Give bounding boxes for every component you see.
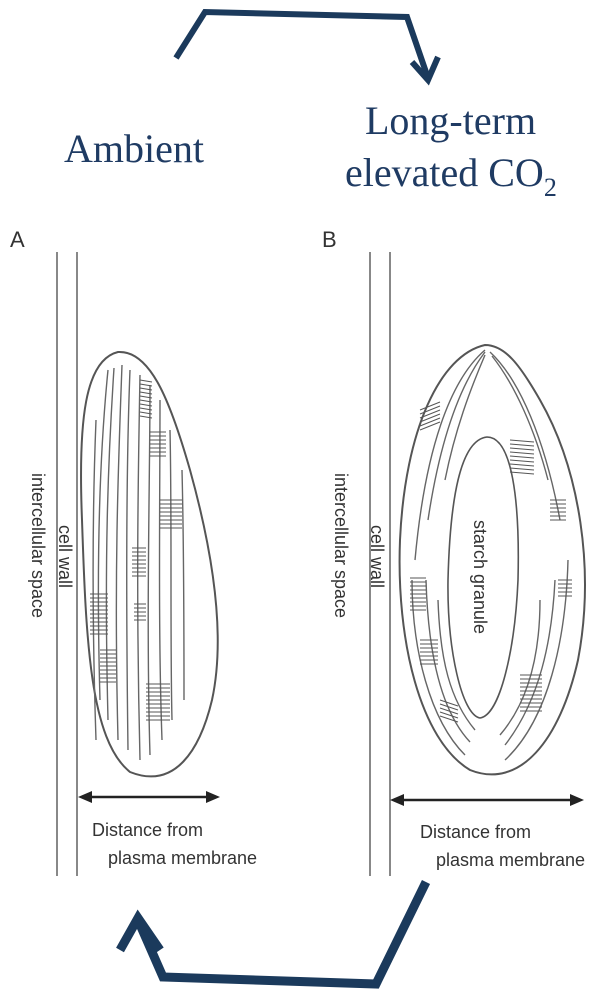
panel-a-grana [90,380,182,720]
panel-a-distance-line1: Distance from [92,820,203,840]
panel-a-intercellular-label: intercellular space [28,473,48,618]
panel-a-distance-arrowhead-left [78,791,92,803]
elevated-co-text: elevated CO [345,150,544,195]
panel-b-letter: B [322,227,337,252]
panel-b-distance-arrowhead-left [390,794,404,806]
panel-b-cell-wall-label: cell wall [367,525,387,588]
panel-b-distance-line2: plasma membrane [436,850,585,870]
elevated-label-line1: Long-term [365,98,536,143]
bottom-cycle-arrow [138,882,426,984]
ambient-label: Ambient [64,126,204,171]
panel-a-thylakoids [93,365,184,760]
panel-b: B intercellular space cell wall starch g… [322,227,585,876]
panel-a-distance-line2: plasma membrane [108,848,257,868]
panel-a-cell-wall-label: cell wall [55,525,75,588]
panel-a-distance-arrowhead-right [206,791,220,803]
co2-subscript: 2 [544,173,557,202]
panel-b-starch-label: starch granule [470,520,490,634]
panel-b-distance-arrowhead-right [570,794,584,806]
panel-b-distance-line1: Distance from [420,822,531,842]
panel-a-letter: A [10,227,25,252]
elevated-label-line2: elevated CO2 [345,150,557,202]
panel-b-intercellular-label: intercellular space [331,473,351,618]
panel-a: A intercellular space cell wall [10,227,257,876]
top-cycle-arrow [176,12,428,78]
